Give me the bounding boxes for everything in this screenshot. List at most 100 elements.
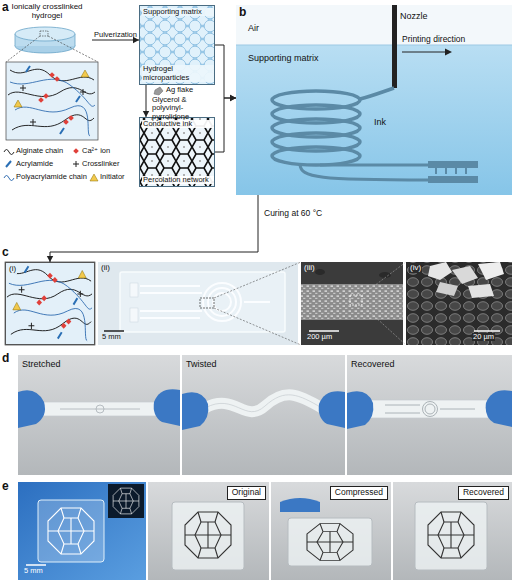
art-rect — [98, 262, 298, 345]
art-path — [4, 150, 14, 155]
art-circle — [203, 283, 241, 321]
panel-sublabel: (iii) — [304, 264, 315, 273]
connector-line — [92, 40, 139, 41]
matrix-box: Supporting matrixHydrogel microparticles — [139, 5, 215, 85]
art-rect — [38, 402, 162, 416]
state-label: Twisted — [186, 359, 217, 369]
art-polygon — [428, 262, 452, 280]
hydrogel-disk-node: Ionically crosslinked hydrogel — [3, 3, 91, 59]
legend-text: Initiator — [100, 173, 125, 181]
art-rect — [40, 31, 48, 36]
arrow-head — [230, 95, 236, 101]
art-path — [347, 391, 373, 429]
art-rect — [368, 400, 492, 418]
panel-letter: b — [239, 6, 246, 19]
art-rect — [301, 284, 403, 320]
arrow-head — [230, 95, 236, 101]
art-rect — [108, 484, 144, 518]
edge-label: Curing at 60 °C — [264, 209, 322, 219]
art-path — [4, 176, 14, 181]
state-box: Recovered — [458, 486, 509, 500]
cube-photos — [18, 482, 512, 580]
art-polygon — [468, 284, 494, 298]
art-circle — [423, 402, 438, 417]
panel-letter: d — [2, 352, 9, 365]
percolation-pattern — [139, 117, 215, 187]
art-path — [182, 392, 208, 430]
scene-label: Supporting matrix — [248, 53, 319, 63]
art-rect — [428, 161, 478, 168]
connector-arrow — [143, 85, 149, 117]
panel-letter: e — [2, 480, 9, 493]
art-rect — [18, 355, 180, 475]
scale-bar-label: 20 µm — [472, 333, 495, 341]
art-path — [280, 498, 320, 512]
legend-text: Alginate chain — [16, 147, 63, 155]
material-label: Ag flake — [166, 86, 193, 94]
art-path — [60, 409, 140, 410]
scale-bar-label: 200 µm — [307, 333, 332, 341]
art-circle — [425, 404, 435, 414]
scene-label: Air — [248, 23, 259, 33]
material-label: Glycerol & polyvinyl-pyrrolidone — [152, 96, 216, 121]
art-ellipse — [15, 27, 75, 41]
art-path — [214, 262, 301, 345]
connector-arrow — [215, 45, 236, 101]
state-box: Original — [227, 486, 266, 500]
stretch-photos — [18, 355, 512, 475]
network-panel: (i) — [5, 262, 95, 345]
art-ellipse — [315, 269, 325, 275]
art-path — [360, 88, 394, 99]
art-path — [18, 390, 45, 428]
ag-flake-icon — [154, 87, 163, 95]
legend-text: Ca²⁺ ion — [82, 147, 110, 155]
state-label: Compressed — [335, 488, 383, 498]
ink-box: Conductive inkPercolation network — [139, 117, 215, 187]
art-rect — [148, 482, 269, 580]
art-circle — [208, 288, 236, 316]
panel-letter: a — [2, 1, 9, 14]
connector-line — [50, 195, 258, 262]
art-path — [205, 395, 322, 412]
art-rect — [130, 308, 138, 322]
art-path — [6, 36, 98, 62]
art-line — [474, 330, 500, 332]
art-path — [486, 390, 512, 427]
art-polygon — [90, 174, 98, 181]
art-path — [300, 164, 428, 180]
art-line — [26, 564, 46, 566]
art-path — [362, 262, 406, 345]
box-text: Percolation network — [142, 176, 214, 184]
art-rect — [428, 176, 478, 183]
art-rect — [393, 482, 512, 580]
device-photo — [98, 262, 301, 345]
panel-sublabel: (i) — [8, 265, 17, 274]
art-polygon — [452, 266, 478, 284]
art-rect — [236, 5, 512, 195]
art-polygon — [478, 262, 504, 280]
art-rect — [38, 500, 104, 562]
scene-label: Printing direction — [402, 35, 465, 45]
art-path — [320, 164, 428, 167]
state-label: Stretched — [22, 359, 61, 369]
art-line — [402, 52, 446, 53]
art-circle — [213, 293, 231, 311]
supporting-matrix-pattern — [139, 5, 215, 85]
art-rect — [182, 355, 345, 475]
art-path — [436, 168, 466, 174]
art-path — [154, 389, 180, 426]
box-text: Supporting matrix — [142, 8, 214, 16]
scale-bar-label: 5 mm — [24, 567, 43, 575]
art-line — [15, 34, 16, 46]
art-rect — [130, 283, 138, 297]
printing-scene — [236, 5, 512, 195]
hydrogel-disk — [6, 27, 98, 62]
art-rect — [271, 482, 391, 580]
art-use — [113, 488, 139, 514]
connector-line — [215, 45, 236, 98]
art-rect — [120, 272, 285, 332]
panel-letter: c — [2, 246, 9, 259]
art-rect — [406, 262, 512, 345]
art-use — [185, 512, 231, 558]
